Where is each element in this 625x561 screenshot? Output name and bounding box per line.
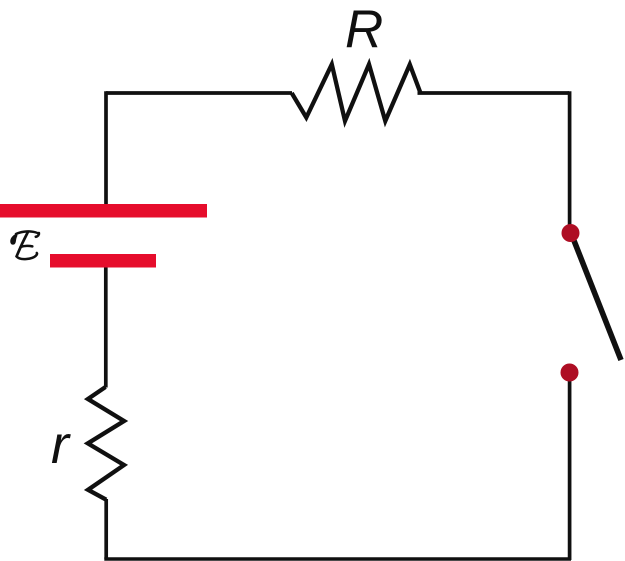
svg-text:r: r bbox=[51, 415, 71, 475]
svg-text:R: R bbox=[345, 0, 383, 59]
